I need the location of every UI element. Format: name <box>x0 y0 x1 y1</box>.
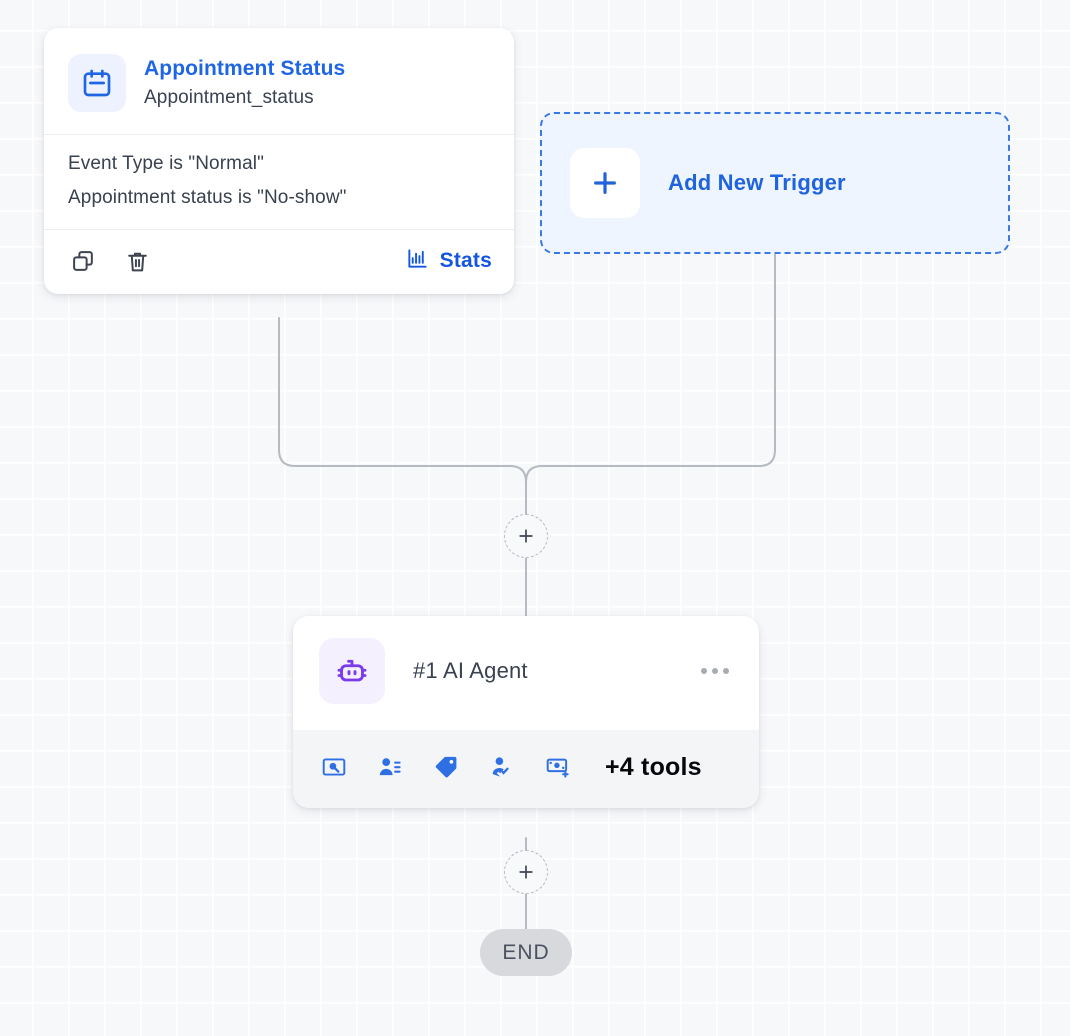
edge-addtrigger-to-merge <box>525 253 776 515</box>
user-check-icon[interactable] <box>487 752 517 782</box>
add-step-top-button[interactable] <box>504 514 548 558</box>
more-tools-label[interactable]: +4 tools <box>605 752 702 781</box>
plus-icon <box>570 148 640 218</box>
trigger-subtitle: Appointment_status <box>144 87 314 108</box>
end-label: END <box>502 940 550 964</box>
trigger-card-footer: Stats <box>44 230 514 294</box>
screen-search-icon[interactable] <box>319 752 349 782</box>
ellipsis-icon[interactable] <box>695 660 735 682</box>
condition-row: Event Type is "Normal" <box>68 153 264 174</box>
stats-label: Stats <box>439 249 492 272</box>
trash-icon[interactable] <box>122 246 152 276</box>
ai-agent-title: #1 AI Agent <box>413 658 528 683</box>
payment-add-icon[interactable] <box>543 752 573 782</box>
stats-button[interactable]: Stats <box>406 247 492 275</box>
trigger-card-titles: Appointment Status Appointment_status <box>144 57 345 109</box>
trigger-card[interactable]: Appointment Status Appointment_status Ev… <box>44 28 514 294</box>
robot-icon <box>319 638 385 704</box>
edge-trigger-to-merge <box>278 317 527 515</box>
add-new-trigger-label: Add New Trigger <box>668 170 846 195</box>
trigger-conditions: Event Type is "Normal" Appointment statu… <box>44 135 514 230</box>
ai-agent-tools-bar: +4 tools <box>293 730 759 808</box>
ai-agent-card[interactable]: #1 AI Agent <box>293 616 759 808</box>
trigger-card-header: Appointment Status Appointment_status <box>44 28 514 135</box>
ai-agent-header: #1 AI Agent <box>293 616 759 730</box>
end-node: END <box>480 929 572 976</box>
add-new-trigger-button[interactable]: Add New Trigger <box>540 112 1010 254</box>
condition-row: Appointment status is "No-show" <box>68 187 347 208</box>
bar-chart-icon <box>406 247 429 275</box>
copy-icon[interactable] <box>68 246 98 276</box>
calendar-icon <box>68 54 126 112</box>
trigger-title[interactable]: Appointment Status <box>144 57 346 80</box>
tag-icon[interactable] <box>431 752 461 782</box>
add-step-bottom-button[interactable] <box>504 850 548 894</box>
contact-list-icon[interactable] <box>375 752 405 782</box>
